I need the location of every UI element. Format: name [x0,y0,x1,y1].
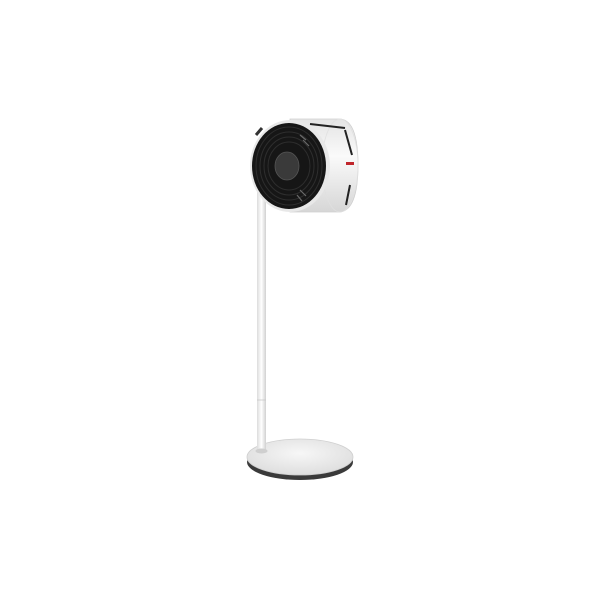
fan-base [246,438,354,480]
tilt-knob [254,127,264,136]
blade-highlights [296,134,310,202]
center-hub [274,151,300,181]
fan-pole [255,180,268,454]
grille-rings [255,126,323,206]
rear-vent [309,123,353,206]
fan-head [250,118,359,213]
brand-accent [346,162,354,165]
